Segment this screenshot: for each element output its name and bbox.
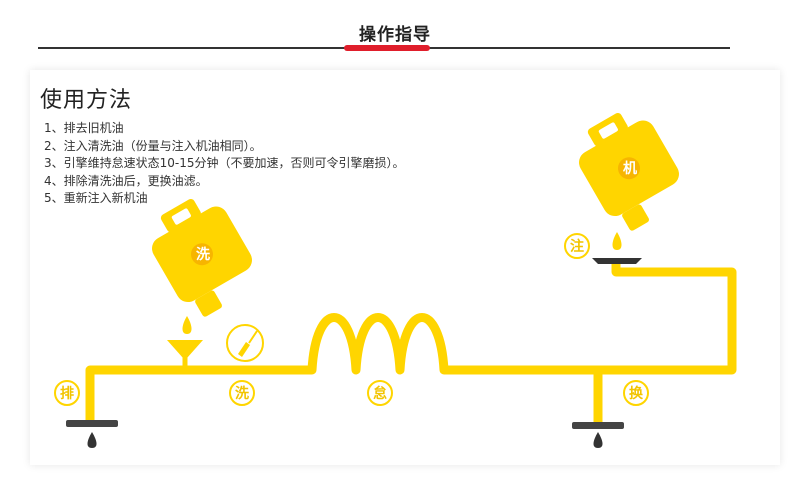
svg-text:怠: 怠	[373, 385, 387, 402]
step-item: 5、重新注入新机油	[44, 191, 148, 205]
section-title: 使用方法	[40, 88, 133, 113]
step-item: 4、排除清洗油后，更换油滤。	[44, 173, 208, 188]
drain-plate-right	[572, 422, 624, 448]
step-item: 2、注入清洗油（份量与注入机油相同）。	[44, 138, 262, 153]
brush-icon	[226, 324, 264, 362]
funnel-icon	[167, 340, 203, 358]
stage-change-badge: 换	[623, 380, 649, 406]
can-wash-label: 洗	[196, 246, 210, 263]
oil-drop-icon	[612, 232, 622, 250]
stage-wash-badge: 洗	[229, 380, 255, 406]
svg-text:换: 换	[629, 385, 644, 402]
drain-plate-left	[66, 420, 118, 448]
steps-list: 1、排去旧机油 2、注入清洗油（份量与注入机油相同）。 3、引擎维持怠速状态10…	[44, 120, 405, 208]
step-item: 3、引擎维持怠速状态10-15分钟（不要加速，否则可令引擎磨损）。	[44, 156, 405, 170]
oil-pipe	[85, 258, 737, 422]
page-title: 操作指导	[359, 25, 431, 45]
oil-drop-icon	[182, 316, 192, 334]
oil-can-wash: 洗	[152, 198, 252, 317]
stage-fill-badge: 注	[564, 233, 590, 259]
svg-text:排: 排	[60, 385, 74, 402]
stage-idle-badge: 怠	[367, 380, 393, 406]
fill-dish	[592, 258, 642, 264]
stage-drain-badge: 排	[54, 380, 80, 406]
can-new-oil-label: 机	[623, 160, 637, 177]
step-item: 1、排去旧机油	[44, 121, 124, 135]
oil-can-new-oil: 机	[579, 112, 679, 231]
title-underline-accent	[344, 45, 430, 51]
svg-text:洗: 洗	[235, 385, 249, 402]
svg-text:注: 注	[570, 238, 584, 255]
